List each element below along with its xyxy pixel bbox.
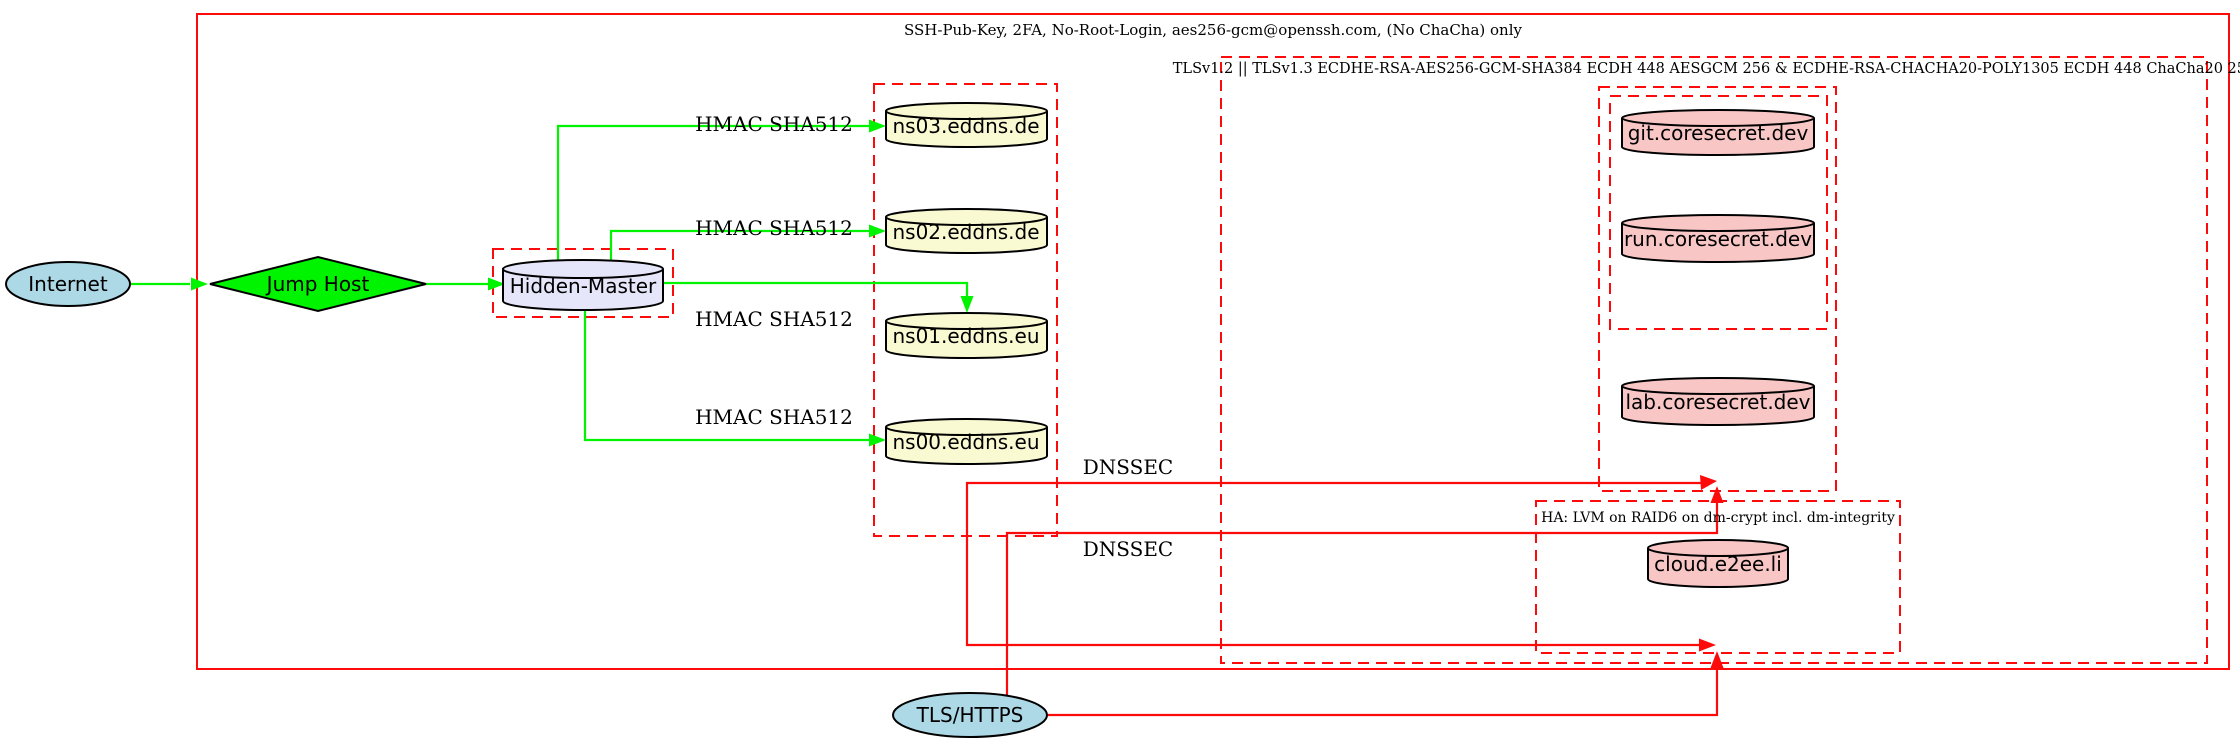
node-cloud-label: cloud.e2ee.li [1654,552,1782,576]
arrowhead-ns03-icon [869,119,886,133]
node-ns01-rim [885,320,1048,330]
arrowhead-ha-right-icon [1699,638,1716,652]
node-lab-rim [1621,385,1815,395]
arrowhead-coresecret-right-icon [1700,475,1717,490]
node-lab [1621,377,1815,426]
edge-hiddenmaster-ns00 [583,308,871,442]
edge-label-dnssec-coresecret: DNSSEC [1083,455,1174,479]
node-ns00-rim [885,426,1048,436]
node-tls-https [892,692,1048,738]
node-cloud [1647,539,1789,588]
arrowhead-internet-jumphost-icon [191,277,208,291]
edge-label-dnssec-ha: DNSSEC [1083,537,1174,561]
edge-label-hmac-ns02: HMAC SHA512 [695,216,853,240]
node-jump-host [209,255,427,313]
hidden-master-cluster-box [492,248,674,318]
node-run-label: run.coresecret.dev [1624,227,1812,251]
node-hidden-master-label: Hidden-Master [510,274,657,298]
node-ns00-label: ns00.eddns.eu [892,430,1039,454]
gitrun-cluster-box [1609,95,1828,330]
node-git [1621,109,1815,156]
node-run-rim [1621,222,1815,232]
node-git-label: git.coresecret.dev [1628,121,1809,145]
arrowhead-ns02-icon [869,224,886,238]
node-ns02-rim [885,216,1048,226]
edge-label-hmac-ns01: HMAC SHA512 [695,307,853,331]
edge-label-hmac-ns00: HMAC SHA512 [695,405,853,429]
node-ns01-label: ns01.eddns.eu [892,324,1039,348]
arrowhead-coresecret-up-icon [1710,486,1724,503]
ha-cluster-label: HA: LVM on RAID6 on dm-crypt incl. dm-in… [1541,510,1895,526]
node-ns02 [885,208,1048,254]
nameserver-cluster-box [873,83,1058,537]
arrowhead-ns01-icon [960,296,974,313]
node-ns03-rim [885,110,1048,120]
node-ns00 [885,418,1048,465]
edge-tlshttps-ha [1047,667,1719,717]
node-tls-https-label: TLS/HTTPS [916,703,1024,727]
ssh-cluster-label: SSH-Pub-Key, 2FA, No-Root-Login, aes256-… [904,21,1523,39]
node-internet [5,261,131,307]
tls-cluster-box [1220,56,2208,664]
edge-nameservers-ha [965,536,1700,647]
node-hidden-master-rim [502,268,664,279]
arrowhead-ns00-icon [869,433,886,447]
node-jump-host-label: Jump Host [265,272,370,296]
arrowhead-jumphost-hiddenmaster-icon [488,277,505,291]
node-ns01 [885,312,1048,359]
edge-tlshttps-coresecret [1005,502,1719,695]
edge-hiddenmaster-ns02 [609,229,871,263]
edge-label-hmac-ns03: HMAC SHA512 [695,112,853,136]
node-ns03 [885,102,1048,148]
node-ns03-label: ns03.eddns.de [892,114,1039,138]
node-internet-label: Internet [28,272,108,296]
node-lab-label: lab.coresecret.dev [1625,390,1810,414]
ssh-cluster-box [196,13,2230,670]
node-ns02-label: ns02.eddns.de [892,220,1039,244]
arrowhead-ha-up-icon [1710,651,1724,668]
node-cloud-rim [1647,547,1789,557]
tls-cluster-label: TLSv1.2 || TLSv1.3 ECDHE-RSA-AES256-GCM-… [1173,61,2240,77]
edge-hiddenmaster-ns03 [556,124,871,263]
node-run [1621,214,1815,263]
edge-nameservers-coresecret [965,481,1701,536]
node-git-rim [1621,117,1815,127]
node-hidden-master [502,259,664,311]
edge-hiddenmaster-ns01 [663,281,969,298]
